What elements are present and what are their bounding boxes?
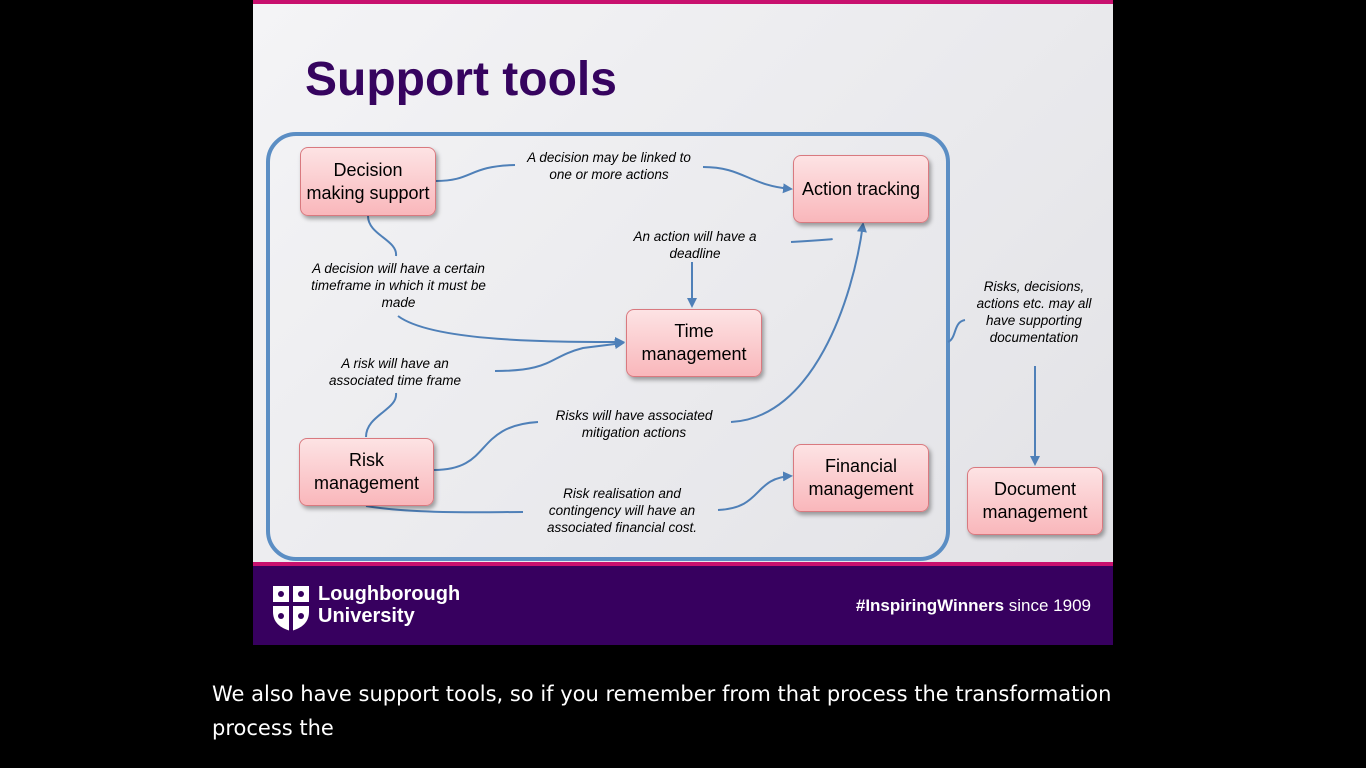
- connector-decision-note: [367, 215, 398, 257]
- university-wordmark: Loughborough University: [318, 583, 460, 627]
- connector-documentation-brace: [947, 319, 966, 343]
- diagram-connectors: [266, 132, 1040, 561]
- arrow-financial-note-to-financial: [717, 471, 793, 511]
- node-time-management: Time management: [626, 309, 762, 377]
- arrow-decision-to-action: [435, 164, 791, 189]
- university-crest-icon: [273, 586, 309, 631]
- note-action-deadline: An action will have a deadline: [633, 229, 757, 261]
- connector-risk-note: [365, 392, 398, 438]
- node-risk-management: Risk management: [299, 438, 434, 506]
- node-financial-management: Financial management: [793, 444, 929, 512]
- slide-footer: Loughborough University #InspiringWinner…: [253, 562, 1113, 645]
- footer-tagline: #InspiringWinners since 1909: [856, 596, 1091, 616]
- presentation-slide: Support tools Decision making support Ac…: [253, 0, 1113, 645]
- node-document-management: Document management: [967, 467, 1103, 535]
- note-risk-timeframe: A risk will have an associated time fram…: [328, 356, 462, 388]
- support-tools-frame: [266, 132, 950, 561]
- arrow-decision-timeframe-to-time: [397, 315, 625, 347]
- connector-risk-financial: [365, 505, 524, 514]
- arrow-risk-timeframe-to-time: [494, 339, 625, 372]
- slide-top-accent-bar: [253, 0, 1113, 4]
- university-name-line2: University: [318, 605, 415, 627]
- note-documentation: Risks, decisions, actions etc. may all h…: [976, 279, 1092, 345]
- note-decision-action: A decision may be linked to one or more …: [527, 150, 691, 182]
- connector-risk-mitigation: [433, 421, 539, 471]
- node-action-tracking: Action tracking: [793, 155, 929, 223]
- university-name-line1: Loughborough: [318, 583, 461, 605]
- video-caption: We also have support tools, so if you re…: [212, 682, 1112, 740]
- slide-title: Support tools: [305, 53, 617, 106]
- tagline-hashtag: #InspiringWinners: [855, 596, 1005, 615]
- note-risk-mitigation: Risks will have associated mitigation ac…: [555, 408, 713, 440]
- connector-action-note: [790, 238, 833, 243]
- arrow-mitigation-to-action: [730, 222, 867, 423]
- note-decision-timeframe: A decision will have a certain timeframe…: [311, 261, 486, 310]
- tagline-since: since 1909: [1008, 596, 1091, 615]
- node-decision-making-support: Decision making support: [300, 147, 436, 216]
- note-risk-financial: Risk realisation and contingency will ha…: [546, 486, 698, 535]
